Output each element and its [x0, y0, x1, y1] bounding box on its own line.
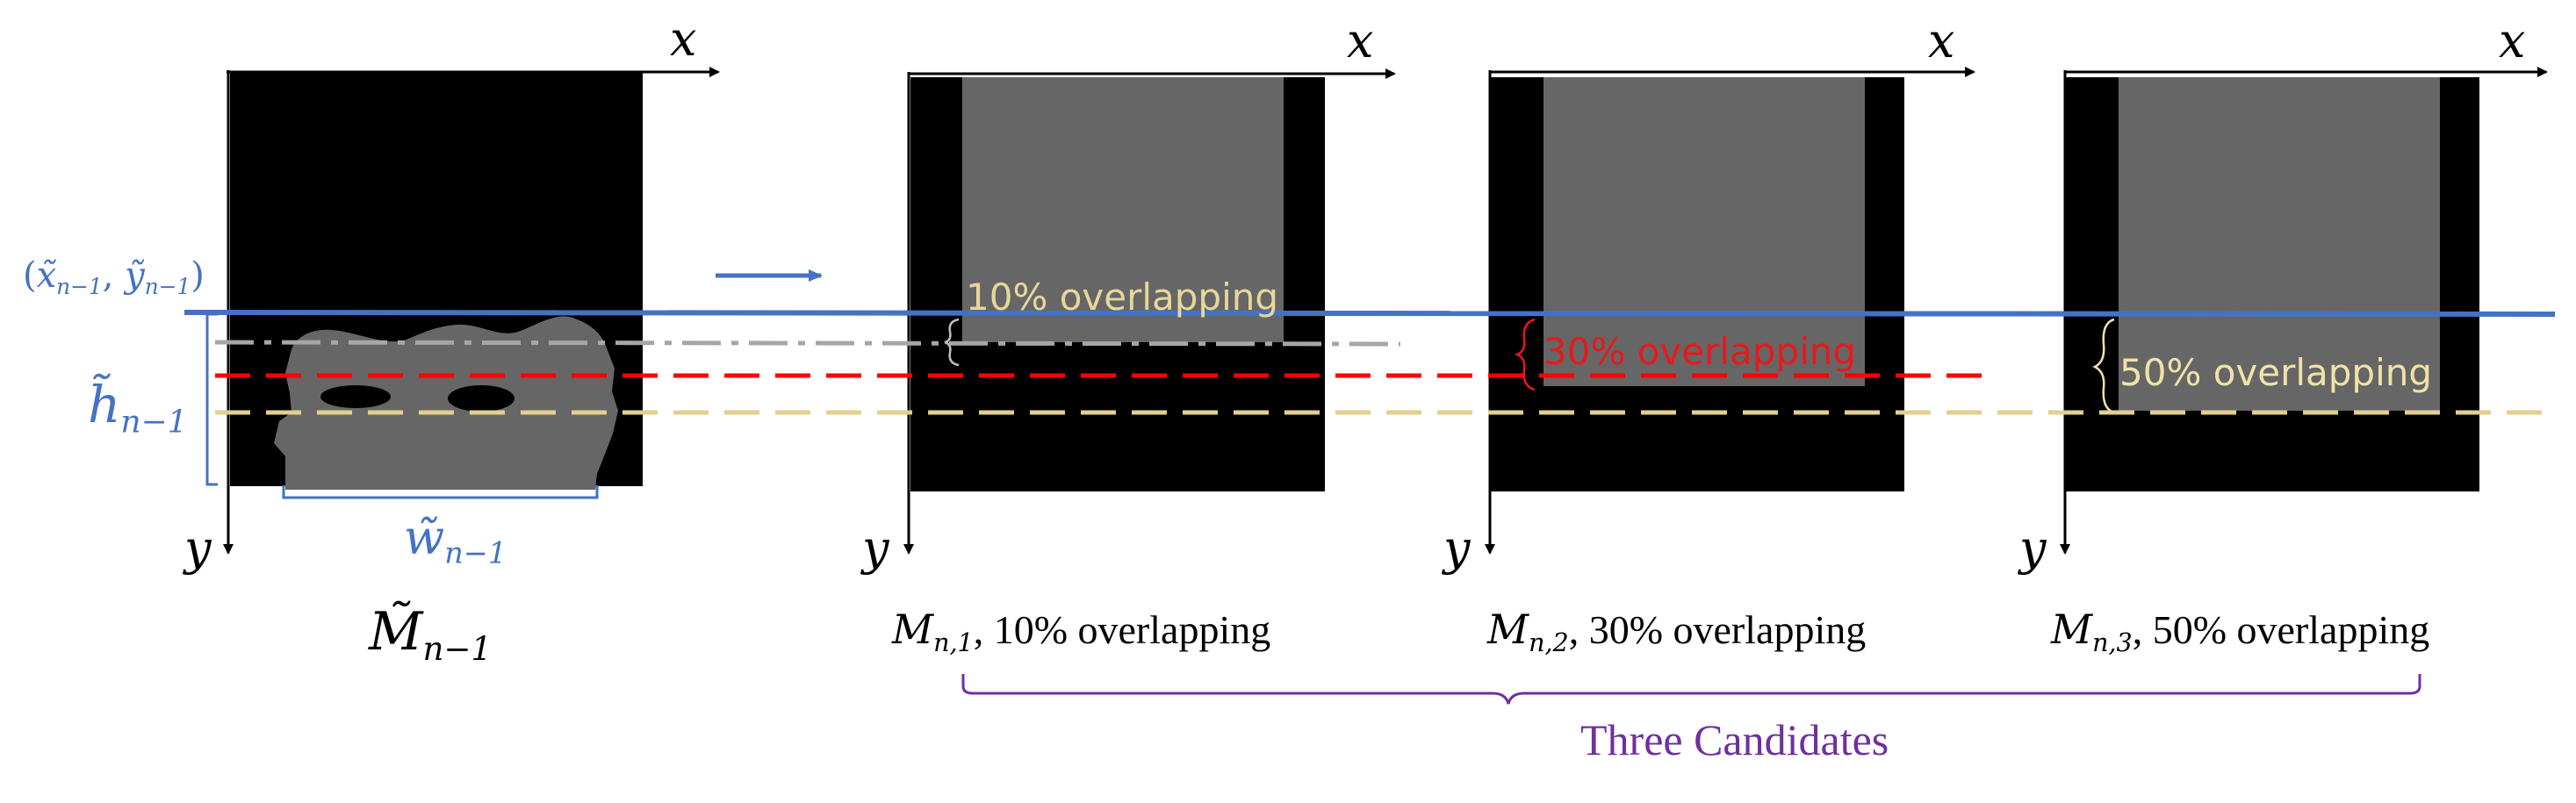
candidate-3-subscript: n,3	[2092, 628, 2133, 658]
candidate-caption-2: Mn,2, 30% overlapping	[1487, 609, 1866, 656]
overlap-10-line	[214, 340, 1401, 347]
y-axis-label-3: y	[1443, 520, 1471, 576]
y-axis-label-2: y	[862, 520, 889, 576]
x-axis-label-4: x	[2499, 13, 2526, 68]
top-left-coordinate-label: (x̃n−1, ỹn−1)	[23, 258, 205, 298]
candidate-panel-3	[2060, 67, 2548, 555]
candidate-3-mask	[2119, 77, 2440, 411]
height-bracket	[205, 312, 218, 486]
height-symbol: h̃	[88, 375, 121, 434]
overlap-bracket-2	[1514, 318, 1536, 391]
width-symbol: w̃	[404, 510, 445, 565]
x-axis-label-1: x	[670, 11, 697, 67]
previous-mask-caption: M̃n−1	[369, 606, 492, 665]
width-bracket	[282, 485, 599, 499]
height-subscript: n−1	[120, 404, 188, 441]
overlap-label-2: 30% overlapping	[1543, 330, 1857, 373]
y-axis-label-1: y	[184, 520, 212, 576]
candidate-panel-1	[903, 68, 1396, 555]
candidate-1-symbol: M	[892, 606, 934, 653]
width-subscript: n−1	[444, 535, 507, 570]
previous-mask-hole-right	[448, 385, 514, 412]
three-candidates-label: Three Candidates	[1580, 715, 1889, 764]
y-axis-label-4: y	[2019, 520, 2047, 576]
candidate-2-subscript: n,2	[1529, 628, 1569, 658]
width-label: w̃n−1	[404, 514, 507, 568]
candidate-1-caption-text: , 10% overlapping	[973, 607, 1271, 652]
candidate-1-subscript: n,1	[933, 628, 974, 658]
coord-close-paren: )	[191, 255, 205, 296]
x-axis-label-2: x	[1347, 13, 1374, 68]
coord-x-subscript: n−1	[56, 273, 103, 299]
overlap-label-1: 10% overlapping	[966, 276, 1279, 319]
candidate-3-caption-text: , 50% overlapping	[2132, 607, 2430, 652]
coord-y-subscript: n−1	[144, 273, 191, 299]
top-edge-line	[183, 310, 2556, 317]
previous-mask-object	[274, 316, 618, 490]
candidate-1-mask	[962, 77, 1284, 342]
previous-mask-subscript: n−1	[422, 628, 493, 668]
overlap-bracket-3	[2092, 318, 2115, 414]
x-axis-label-3: x	[1928, 13, 1955, 68]
candidate-caption-1: Mn,1, 10% overlapping	[892, 609, 1270, 656]
candidate-panel-2	[1485, 67, 1975, 555]
candidate-2-mask	[1543, 77, 1865, 386]
coord-separator: ,	[102, 255, 126, 296]
coord-open-paren: (	[23, 255, 37, 296]
candidates-brace	[961, 674, 2421, 705]
overlap-bracket-1	[944, 318, 960, 367]
candidate-3-symbol: M	[2051, 606, 2093, 653]
previous-mask-symbol: M̃	[369, 601, 423, 663]
height-label: h̃n−1	[88, 379, 188, 438]
candidate-caption-3: Mn,3, 50% overlapping	[2051, 609, 2429, 656]
candidate-2-caption-text: , 30% overlapping	[1568, 607, 1867, 652]
coord-x-symbol: x̃	[36, 255, 57, 296]
candidate-2-symbol: M	[1487, 606, 1529, 653]
coord-y-symbol: ỹ	[125, 255, 145, 296]
overlap-label-3: 50% overlapping	[2119, 351, 2433, 394]
previous-mask-hole-left	[320, 385, 391, 408]
previous-mask-panel	[205, 67, 720, 555]
